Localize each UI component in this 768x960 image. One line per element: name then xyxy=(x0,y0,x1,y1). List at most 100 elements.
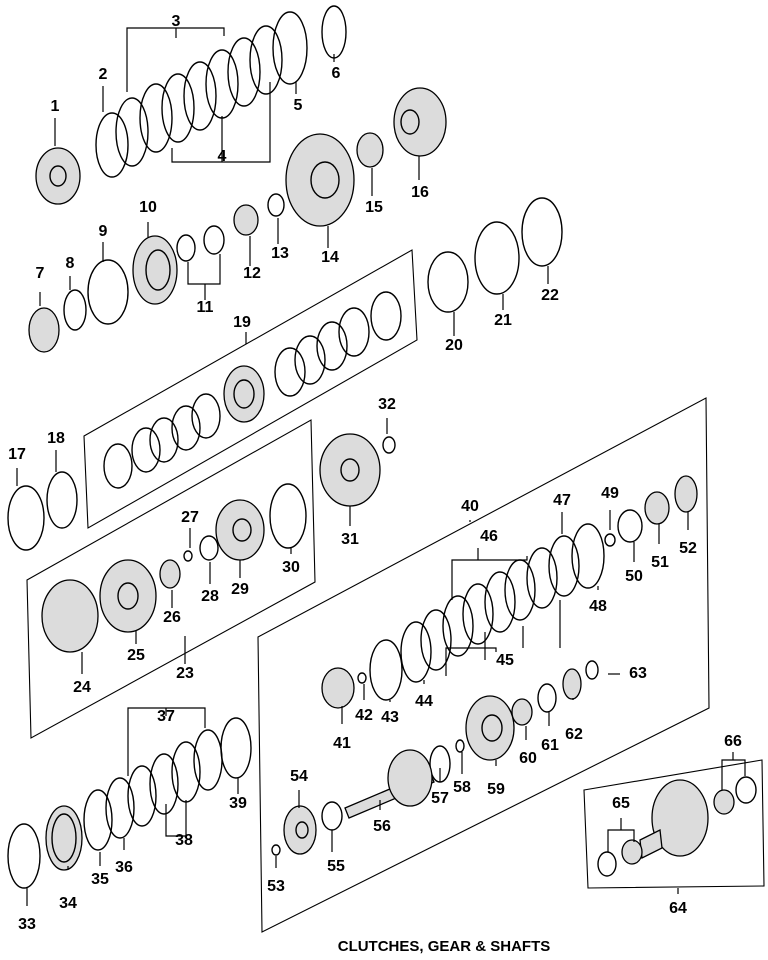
callout-17: 17 xyxy=(8,446,26,463)
part-18-ring xyxy=(46,471,78,529)
part-63-ring xyxy=(585,660,599,680)
callout-20: 20 xyxy=(445,337,463,354)
part-10-piston xyxy=(132,235,178,305)
part-28-washer xyxy=(199,535,219,561)
part-64-gear xyxy=(651,779,709,857)
part-8-ring xyxy=(63,289,87,331)
callout-58: 58 xyxy=(453,779,471,796)
box-40 xyxy=(257,397,710,933)
callout-57: 57 xyxy=(431,790,449,807)
callout-21: 21 xyxy=(494,312,512,329)
part-42-ring xyxy=(357,672,367,684)
part-5-plate xyxy=(272,11,308,85)
callout-40: 40 xyxy=(461,498,479,515)
callout-34: 34 xyxy=(59,895,77,912)
callout-28: 28 xyxy=(201,588,219,605)
callout-46: 46 xyxy=(480,528,498,545)
callout-37: 37 xyxy=(157,708,175,725)
callout-61: 61 xyxy=(541,737,559,754)
callouts: 1 2 3 4 5 6 7 8 9 10 11 12 13 14 15 16 1… xyxy=(8,13,742,933)
group-boxes xyxy=(26,249,765,933)
part-49-ring xyxy=(604,533,616,547)
part-33-ring xyxy=(7,823,41,889)
callout-7: 7 xyxy=(36,265,45,282)
part-50-ring xyxy=(617,509,643,543)
callout-5: 5 xyxy=(294,97,303,114)
callout-51: 51 xyxy=(651,554,669,571)
part-60-bearing xyxy=(511,698,533,726)
part-61-ring xyxy=(537,683,557,713)
callout-41: 41 xyxy=(333,735,351,752)
part-53-ring xyxy=(271,844,281,856)
callout-12: 12 xyxy=(243,265,261,282)
part-54-gear xyxy=(283,805,317,855)
callout-44: 44 xyxy=(415,693,433,710)
callout-47: 47 xyxy=(553,492,571,509)
part-52-bearing xyxy=(674,475,698,513)
callout-10: 10 xyxy=(139,199,157,216)
box-64 xyxy=(583,759,765,889)
part-43-ring xyxy=(369,639,403,701)
part-13-ring xyxy=(267,193,285,217)
callout-45: 45 xyxy=(496,652,514,669)
callout-26: 26 xyxy=(163,609,181,626)
part-27-washer xyxy=(183,550,193,562)
callout-29: 29 xyxy=(231,581,249,598)
callout-23: 23 xyxy=(176,665,194,682)
callout-64: 64 xyxy=(669,900,687,917)
callout-63: 63 xyxy=(629,665,647,682)
part-58-ring xyxy=(455,739,465,753)
part-12-bearing xyxy=(233,204,259,236)
callout-66: 66 xyxy=(724,733,742,750)
part-39-plate xyxy=(220,717,252,779)
callout-59: 59 xyxy=(487,781,505,798)
part-17-ring xyxy=(7,485,45,551)
callout-24: 24 xyxy=(73,679,91,696)
callout-62: 62 xyxy=(565,726,583,743)
callout-4: 4 xyxy=(218,148,227,165)
diagram-caption: CLUTCHES, GEAR & SHAFTS xyxy=(338,938,551,955)
leader-lines xyxy=(16,27,746,906)
part-16-gear xyxy=(393,87,447,157)
callout-22: 22 xyxy=(541,287,559,304)
part-2-plate xyxy=(95,112,129,178)
callout-8: 8 xyxy=(66,255,75,272)
callout-50: 50 xyxy=(625,568,643,585)
part-21-ring xyxy=(474,221,520,295)
callout-53: 53 xyxy=(267,878,285,895)
callout-33: 33 xyxy=(18,916,36,933)
part-41-gear xyxy=(321,667,355,709)
callout-6: 6 xyxy=(332,65,341,82)
callout-35: 35 xyxy=(91,871,109,888)
part-29-hub xyxy=(215,499,265,561)
part-66-bearing xyxy=(713,789,735,815)
callout-9: 9 xyxy=(99,223,108,240)
callout-54: 54 xyxy=(290,768,308,785)
callout-65: 65 xyxy=(612,795,630,812)
part-25-carrier xyxy=(99,559,157,633)
part-20-ring xyxy=(427,251,469,313)
callout-30: 30 xyxy=(282,559,300,576)
callout-55: 55 xyxy=(327,858,345,875)
part-14-drum xyxy=(285,133,355,227)
part-51-washer xyxy=(644,491,670,525)
callout-3: 3 xyxy=(172,13,181,30)
callout-49: 49 xyxy=(601,485,619,502)
part-32-ring xyxy=(382,436,396,454)
part-35-plate xyxy=(83,789,113,851)
callout-31: 31 xyxy=(341,531,359,548)
callout-11: 11 xyxy=(197,299,214,316)
part-48-plate xyxy=(571,523,605,589)
callout-2: 2 xyxy=(99,66,108,83)
callout-16: 16 xyxy=(411,184,429,201)
callout-48: 48 xyxy=(589,598,607,615)
callout-14: 14 xyxy=(321,249,339,266)
part-30-ring xyxy=(269,483,307,549)
part-31-gear xyxy=(319,433,381,507)
callout-19: 19 xyxy=(233,314,251,331)
callout-56: 56 xyxy=(373,818,391,835)
callout-1: 1 xyxy=(51,98,60,115)
callout-25: 25 xyxy=(127,647,145,664)
callout-39: 39 xyxy=(229,795,247,812)
